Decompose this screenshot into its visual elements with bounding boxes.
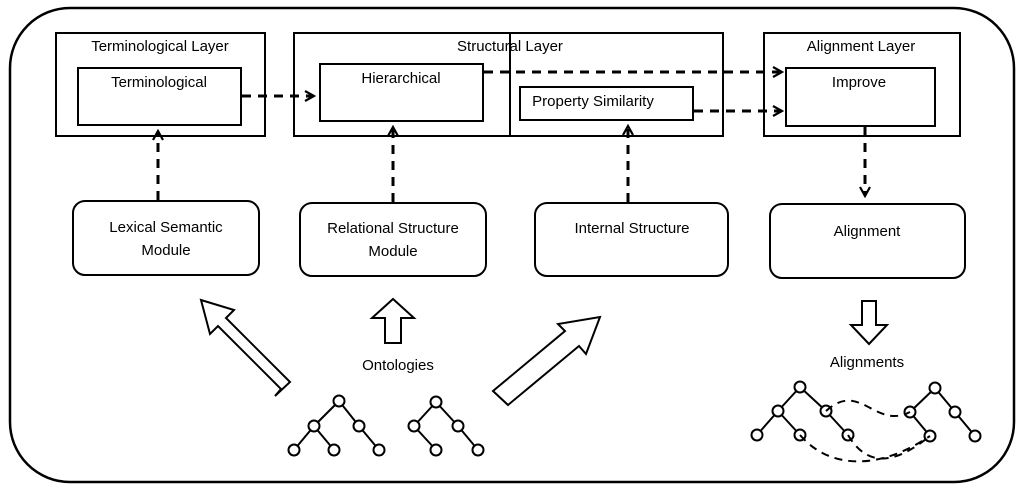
lexical-semantic-label-2: Module (141, 242, 190, 259)
terminological-layer-title: Terminological Layer (91, 38, 229, 55)
alignment-layer-title: Alignment Layer (807, 38, 915, 55)
improve-label: Improve (832, 74, 886, 91)
ontology-tree-right (407, 395, 485, 457)
structural-layer: Structural Layer Hierarchical Property S… (293, 32, 724, 137)
lexical-semantic-module: Lexical Semantic Module (72, 200, 260, 276)
internal-structure-module: Internal Structure (534, 202, 729, 277)
ontology-tree-left (287, 394, 386, 457)
terminological-label: Terminological (111, 74, 207, 91)
property-similarity-label: Property Similarity (532, 93, 654, 110)
alignments-label: Alignments (830, 354, 904, 371)
hierarchical-label: Hierarchical (361, 70, 440, 87)
structural-layer-title: Structural Layer (457, 38, 563, 55)
correspondence-curve-1 (825, 399, 911, 418)
block-arrow-to-alignments (848, 300, 890, 346)
alignment-label: Alignment (834, 223, 902, 240)
block-arrow-to-internal (491, 315, 602, 407)
lexical-semantic-label-1: Lexical Semantic (109, 219, 223, 236)
block-arrow-to-relational (369, 297, 417, 344)
alignment-layer: Alignment Layer Improve (763, 32, 961, 137)
relational-structure-module: Relational Structure Module (299, 202, 487, 277)
alignment-module: Alignment (769, 203, 966, 279)
relational-structure-label-2: Module (368, 243, 417, 260)
property-similarity-box (519, 86, 694, 121)
internal-structure-label: Internal Structure (574, 220, 689, 237)
relational-structure-label-1: Relational Structure (327, 220, 459, 237)
terminological-layer: Terminological Layer Terminological (55, 32, 266, 137)
ontologies-label: Ontologies (362, 357, 434, 374)
terminological-box (77, 67, 242, 126)
improve-box (785, 67, 936, 127)
block-arrow-to-lexical (199, 298, 292, 397)
hierarchical-box (319, 63, 484, 122)
correspondence-curve-3 (799, 434, 931, 463)
